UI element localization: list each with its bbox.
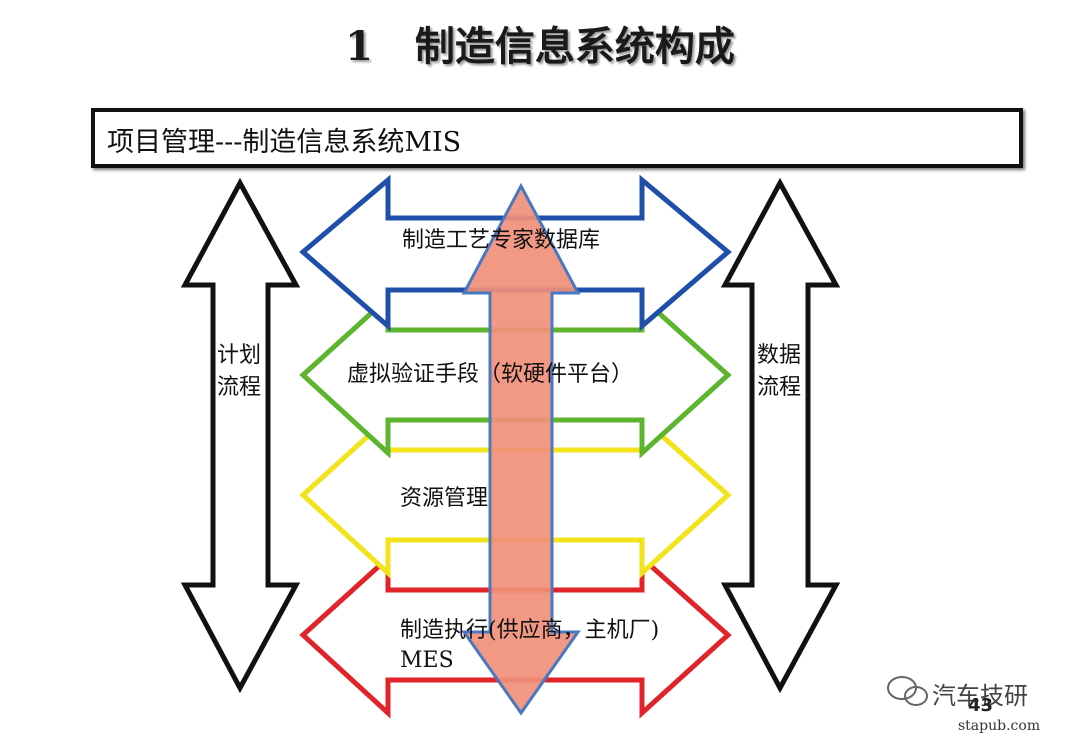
site-label: stapub.com [958, 718, 1041, 734]
slide-title: 1 制造信息系统构成 [0, 14, 1080, 72]
left-arrow-label: 计划 流程 [213, 340, 265, 404]
left-arrow-label-line1: 计划 [216, 343, 261, 368]
page-number: 43 [968, 695, 994, 716]
layer-label-database: 制造工艺专家数据库 [402, 228, 601, 253]
left-arrow-label-line2: 流程 [216, 375, 261, 400]
layer-label-virtual: 虚拟验证手段（软硬件平台） [347, 362, 634, 387]
right-arrow-label-line1: 数据 [756, 343, 801, 368]
wechat-icon [887, 676, 928, 706]
title-text: 制造信息系统构成 [414, 24, 735, 70]
right-arrow-label-line2: 流程 [756, 375, 801, 400]
left-double-arrow [180, 177, 301, 694]
right-double-arrow [720, 177, 841, 694]
layer-label-mes-line2: MES [400, 648, 454, 673]
mis-box: 项目管理---制造信息系统MIS [91, 108, 1023, 168]
layer-label-resource: 资源管理 [400, 486, 489, 511]
watermark-text: 汽车技研 [932, 682, 1028, 710]
layer-label-mes: 制造执行(供应商，主机厂) [400, 618, 660, 643]
title-number: 1 [345, 23, 373, 70]
right-arrow-label: 数据 流程 [753, 340, 805, 404]
mis-label: 项目管理---制造信息系统MIS [107, 127, 462, 158]
center-double-arrow [461, 182, 581, 716]
